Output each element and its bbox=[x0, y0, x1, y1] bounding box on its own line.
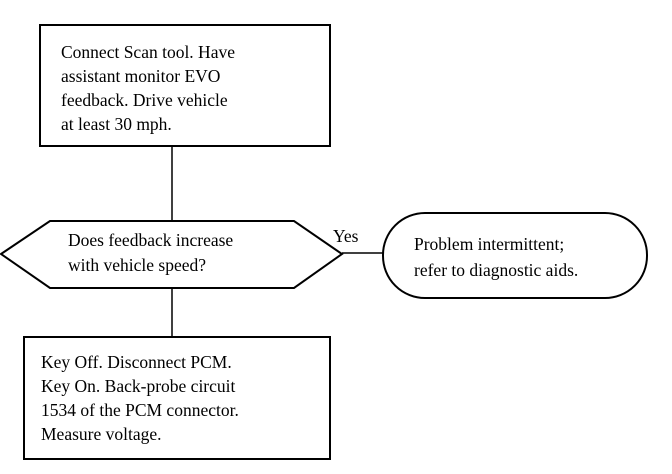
decision-line-1: Does feedback increase bbox=[68, 230, 233, 250]
result-problem-intermittent: Problem intermittent; refer to diagnosti… bbox=[382, 212, 648, 299]
step-connect-line-2: assistant monitor EVO bbox=[61, 66, 220, 86]
step-connect-line-1: Connect Scan tool. Have bbox=[61, 42, 235, 62]
step-measure-line-1: Key Off. Disconnect PCM. bbox=[41, 352, 232, 372]
result-line-2: refer to diagnostic aids. bbox=[414, 260, 578, 280]
yes-label: Yes bbox=[333, 226, 359, 246]
step-connect-scan-tool: Connect Scan tool. Have assistant monito… bbox=[39, 24, 331, 147]
step-measure-line-3: 1534 of the PCM connector. bbox=[41, 400, 239, 420]
step-connect-line-4: at least 30 mph. bbox=[61, 114, 172, 134]
step-measure-line-4: Measure voltage. bbox=[41, 424, 162, 444]
decision-shape bbox=[0, 220, 344, 289]
decision-feedback-increase: Does feedback increase with vehicle spee… bbox=[0, 220, 344, 289]
step-measure-voltage: Key Off. Disconnect PCM. Key On. Back-pr… bbox=[23, 336, 331, 460]
step-connect-box bbox=[39, 24, 331, 147]
result-box bbox=[382, 212, 648, 299]
decision-line-2: with vehicle speed? bbox=[68, 255, 206, 275]
step-connect-line-3: feedback. Drive vehicle bbox=[61, 90, 228, 110]
step-measure-box bbox=[23, 336, 331, 460]
step-measure-line-2: Key On. Back-probe circuit bbox=[41, 376, 236, 396]
result-line-1: Problem intermittent; bbox=[414, 234, 564, 254]
